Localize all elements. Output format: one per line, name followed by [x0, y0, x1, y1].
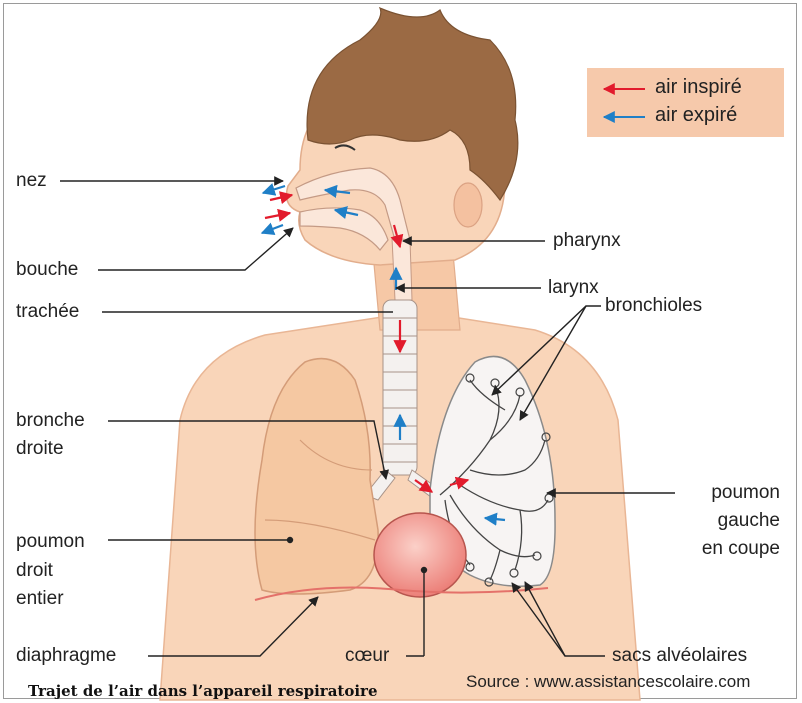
label-bouche: bouche — [16, 258, 78, 282]
legend-inspired-label: air inspiré — [655, 76, 742, 99]
label-sacs-alveolaires: sacs alvéolaires — [612, 644, 747, 668]
label-pharynx: pharynx — [553, 229, 621, 253]
label-poumon-droit-2: droit — [16, 559, 53, 583]
label-poumon-gauche-2: gauche — [680, 509, 780, 533]
label-trachee: trachée — [16, 300, 79, 324]
label-coeur: cœur — [345, 644, 389, 668]
legend: air inspiré air expiré — [587, 68, 784, 137]
label-diaphragme: diaphragme — [16, 644, 116, 668]
label-larynx: larynx — [548, 276, 599, 300]
label-bronche-droite-1: bronche — [16, 409, 85, 433]
label-poumon-gauche-1: poumon — [680, 481, 780, 505]
label-bronche-droite-2: droite — [16, 437, 64, 461]
label-poumon-droit-1: poumon — [16, 530, 85, 554]
label-nez: nez — [16, 169, 47, 193]
ear — [454, 183, 482, 227]
label-poumon-gauche-3: en coupe — [660, 537, 780, 561]
figure-caption: Trajet de l’air dans l’appareil respirat… — [28, 682, 378, 700]
label-bronchioles: bronchioles — [605, 294, 702, 318]
source-credit: Source : www.assistancescolaire.com — [466, 672, 750, 692]
label-poumon-droit-3: entier — [16, 587, 64, 611]
legend-expired-label: air expiré — [655, 104, 737, 127]
heart — [374, 513, 466, 597]
